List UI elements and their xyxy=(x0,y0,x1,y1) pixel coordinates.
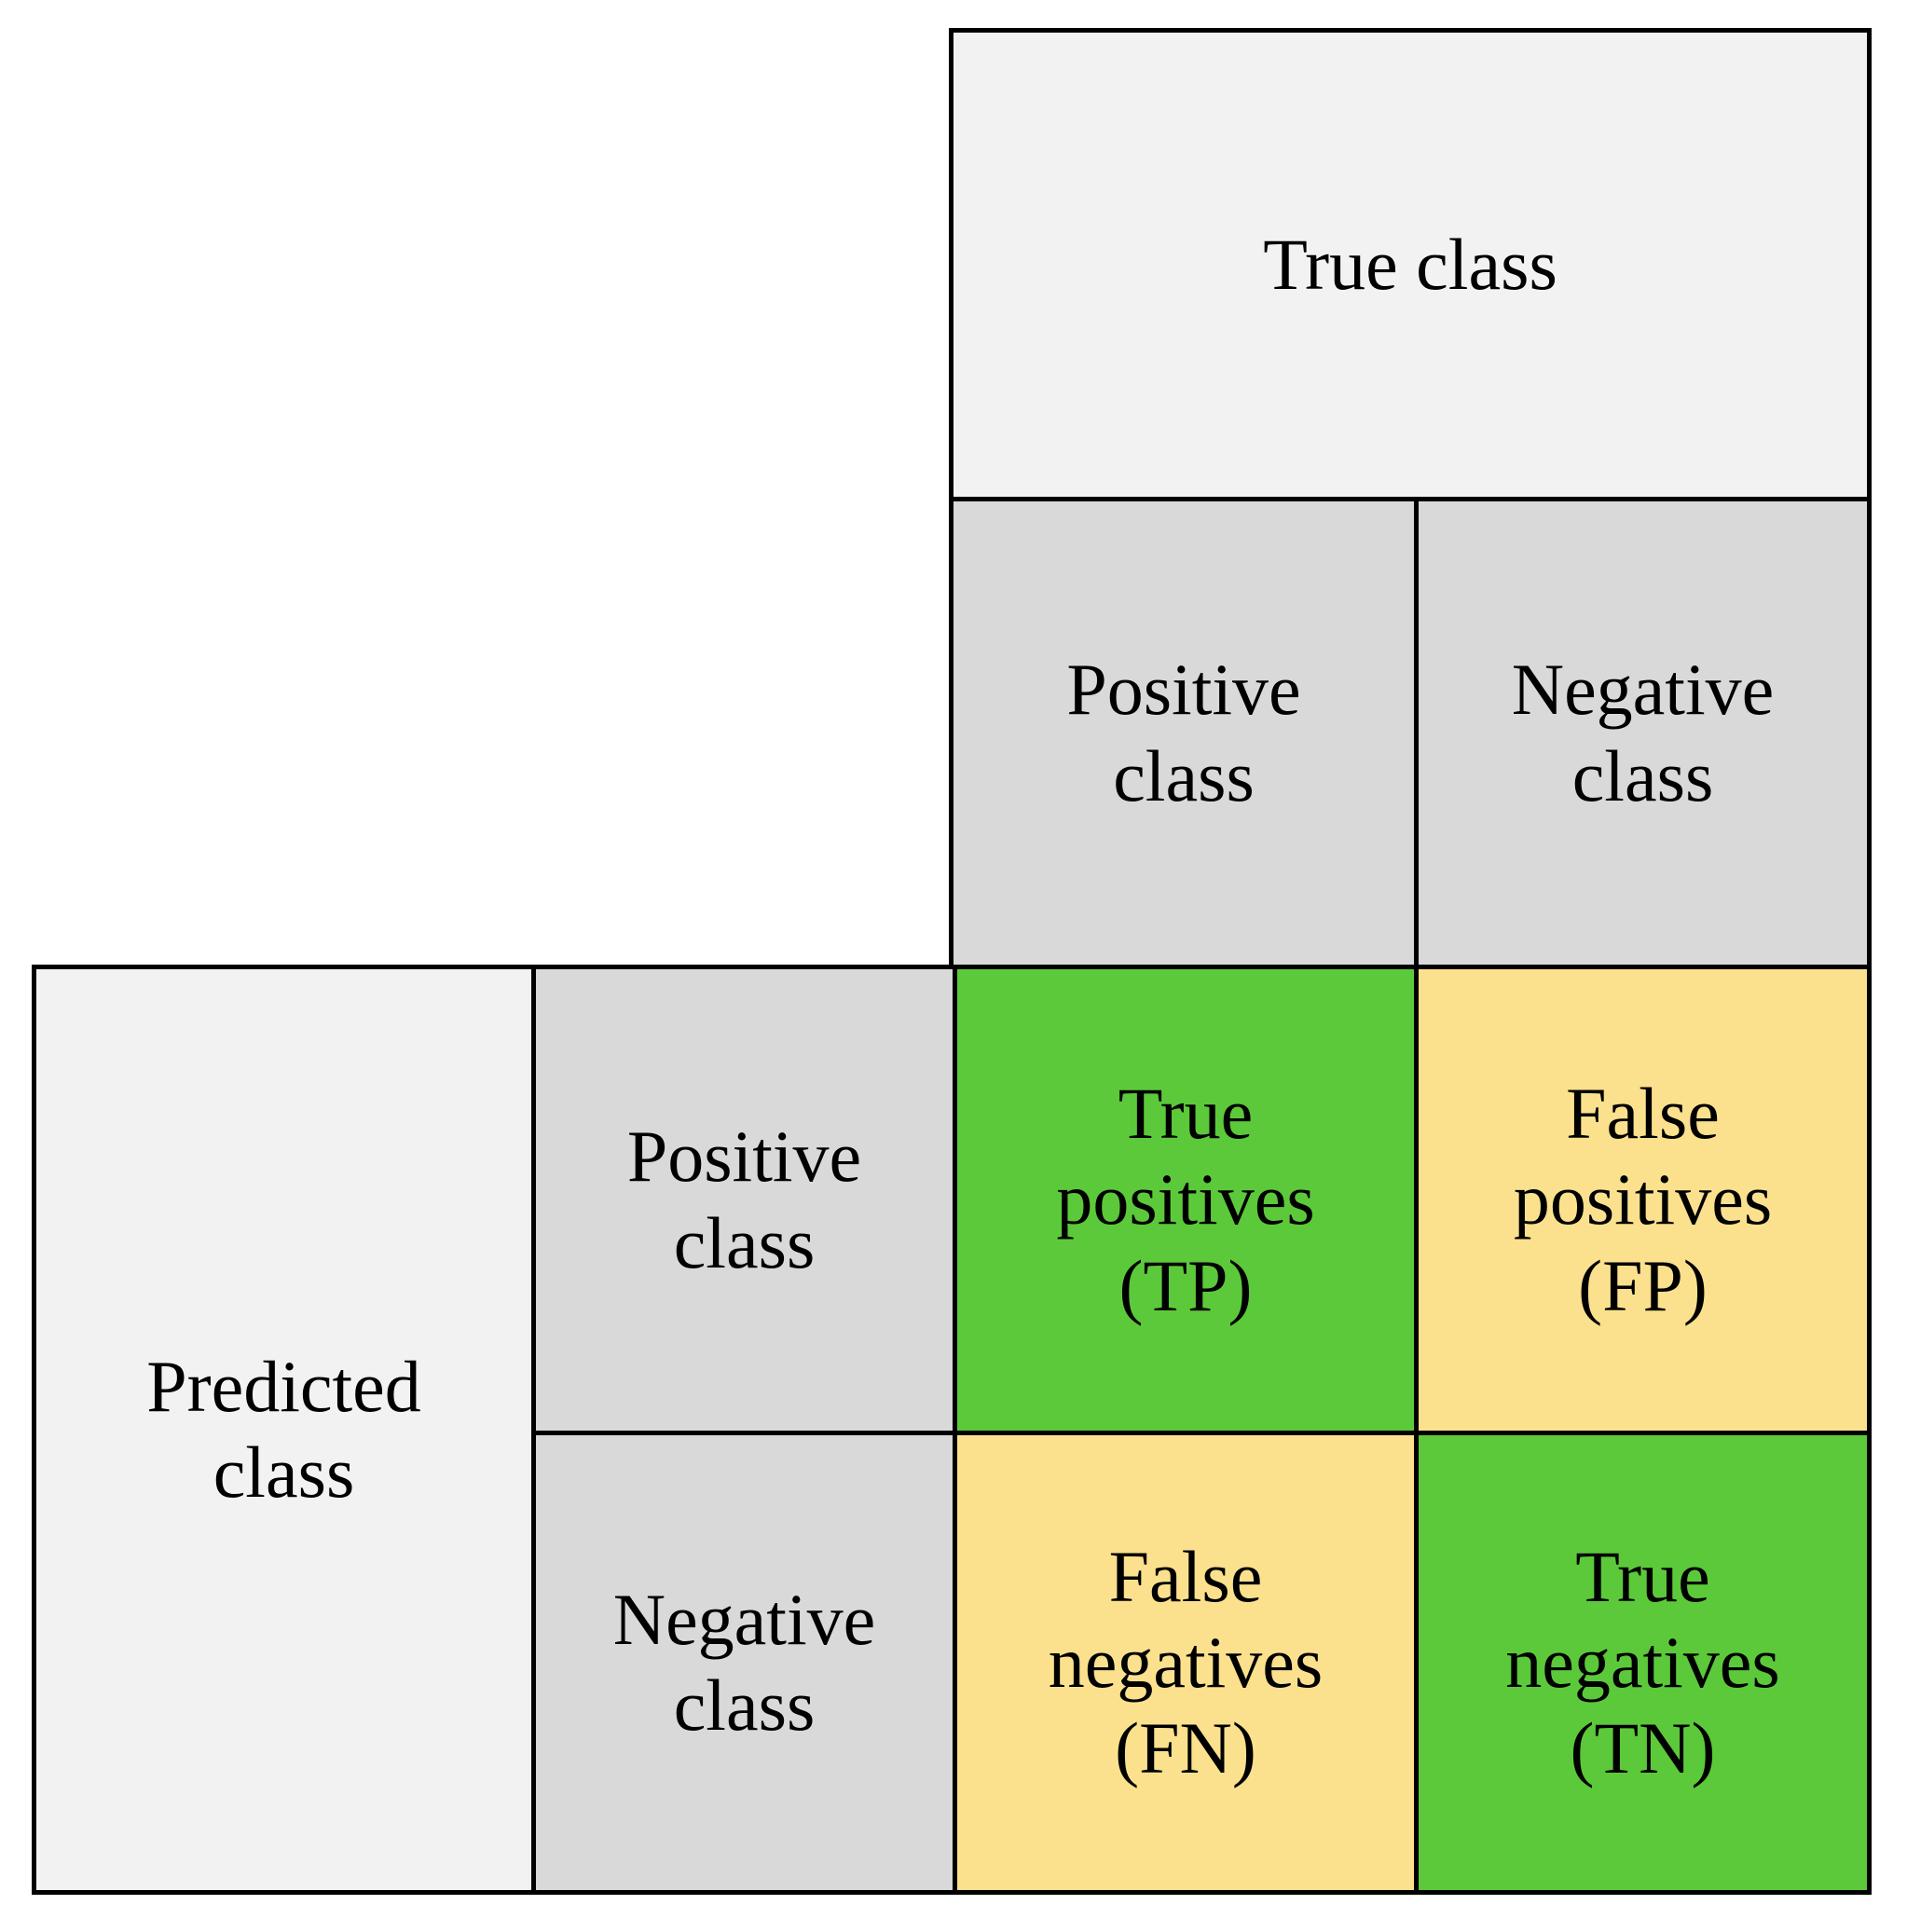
predicted-class-negative-header: Negative class xyxy=(531,1431,957,1895)
predicted-class-positive-header: Positive class xyxy=(531,965,957,1435)
cell-true-negatives: True negatives (TN) xyxy=(1414,1431,1872,1895)
predicted-class-axis-title: Predicted class xyxy=(32,965,536,1895)
cell-false-positives: False positives (FP) xyxy=(1414,965,1872,1435)
cell-true-positives: True positives (TP) xyxy=(953,965,1419,1435)
true-class-axis-title: True class xyxy=(949,28,1872,501)
true-class-negative-header: Negative class xyxy=(1414,497,1872,969)
cell-false-negatives: False negatives (FN) xyxy=(953,1431,1419,1895)
true-class-positive-header: Positive class xyxy=(949,497,1419,969)
